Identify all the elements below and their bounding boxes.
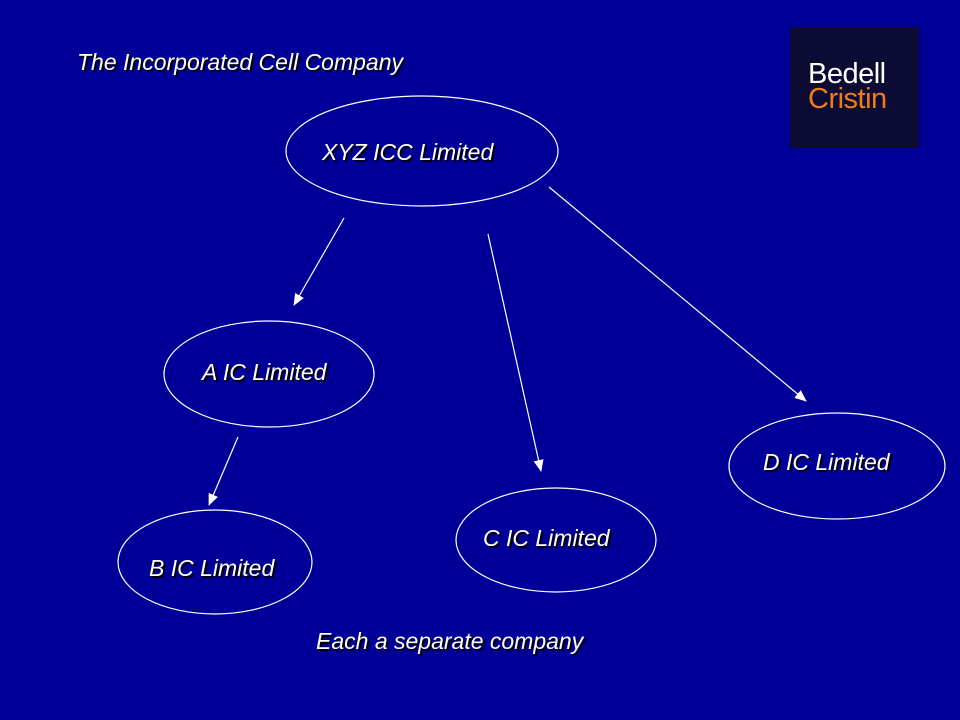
logo-line2: Cristin [808, 83, 887, 115]
logo-line1: Bedell [808, 58, 886, 90]
bedell-cristin-logo: Bedell Cristin [790, 27, 919, 148]
node-xyz-label: XYZ ICC Limited [321, 139, 494, 165]
node-a-label: A IC Limited [200, 359, 328, 385]
node-d-label: D IC Limited [763, 449, 891, 475]
node-xyz-icc-limited: XYZ ICC Limited [285, 95, 559, 207]
slide-title: The Incorporated Cell Company [77, 49, 404, 75]
edge-xyz-to-c [487, 233, 544, 472]
node-b-label: B IC Limited [149, 555, 275, 581]
node-c-ic-limited: C IC Limited [455, 487, 657, 593]
node-a-shape [163, 320, 375, 428]
edge-xyz-to-a [293, 217, 345, 306]
node-b-shape [117, 509, 313, 615]
slide-caption: Each a separate company [316, 628, 585, 654]
node-c-shape [455, 487, 657, 593]
edge-a-to-b [208, 436, 239, 506]
node-a-ic-limited: A IC Limited [163, 320, 375, 428]
node-c-label: C IC Limited [483, 525, 611, 551]
edge-xyz-to-d [548, 186, 807, 402]
node-xyz-shape [285, 95, 559, 207]
node-d-ic-limited: D IC Limited [728, 412, 946, 520]
node-b-ic-limited: B IC Limited [117, 509, 313, 615]
node-d-shape [728, 412, 946, 520]
